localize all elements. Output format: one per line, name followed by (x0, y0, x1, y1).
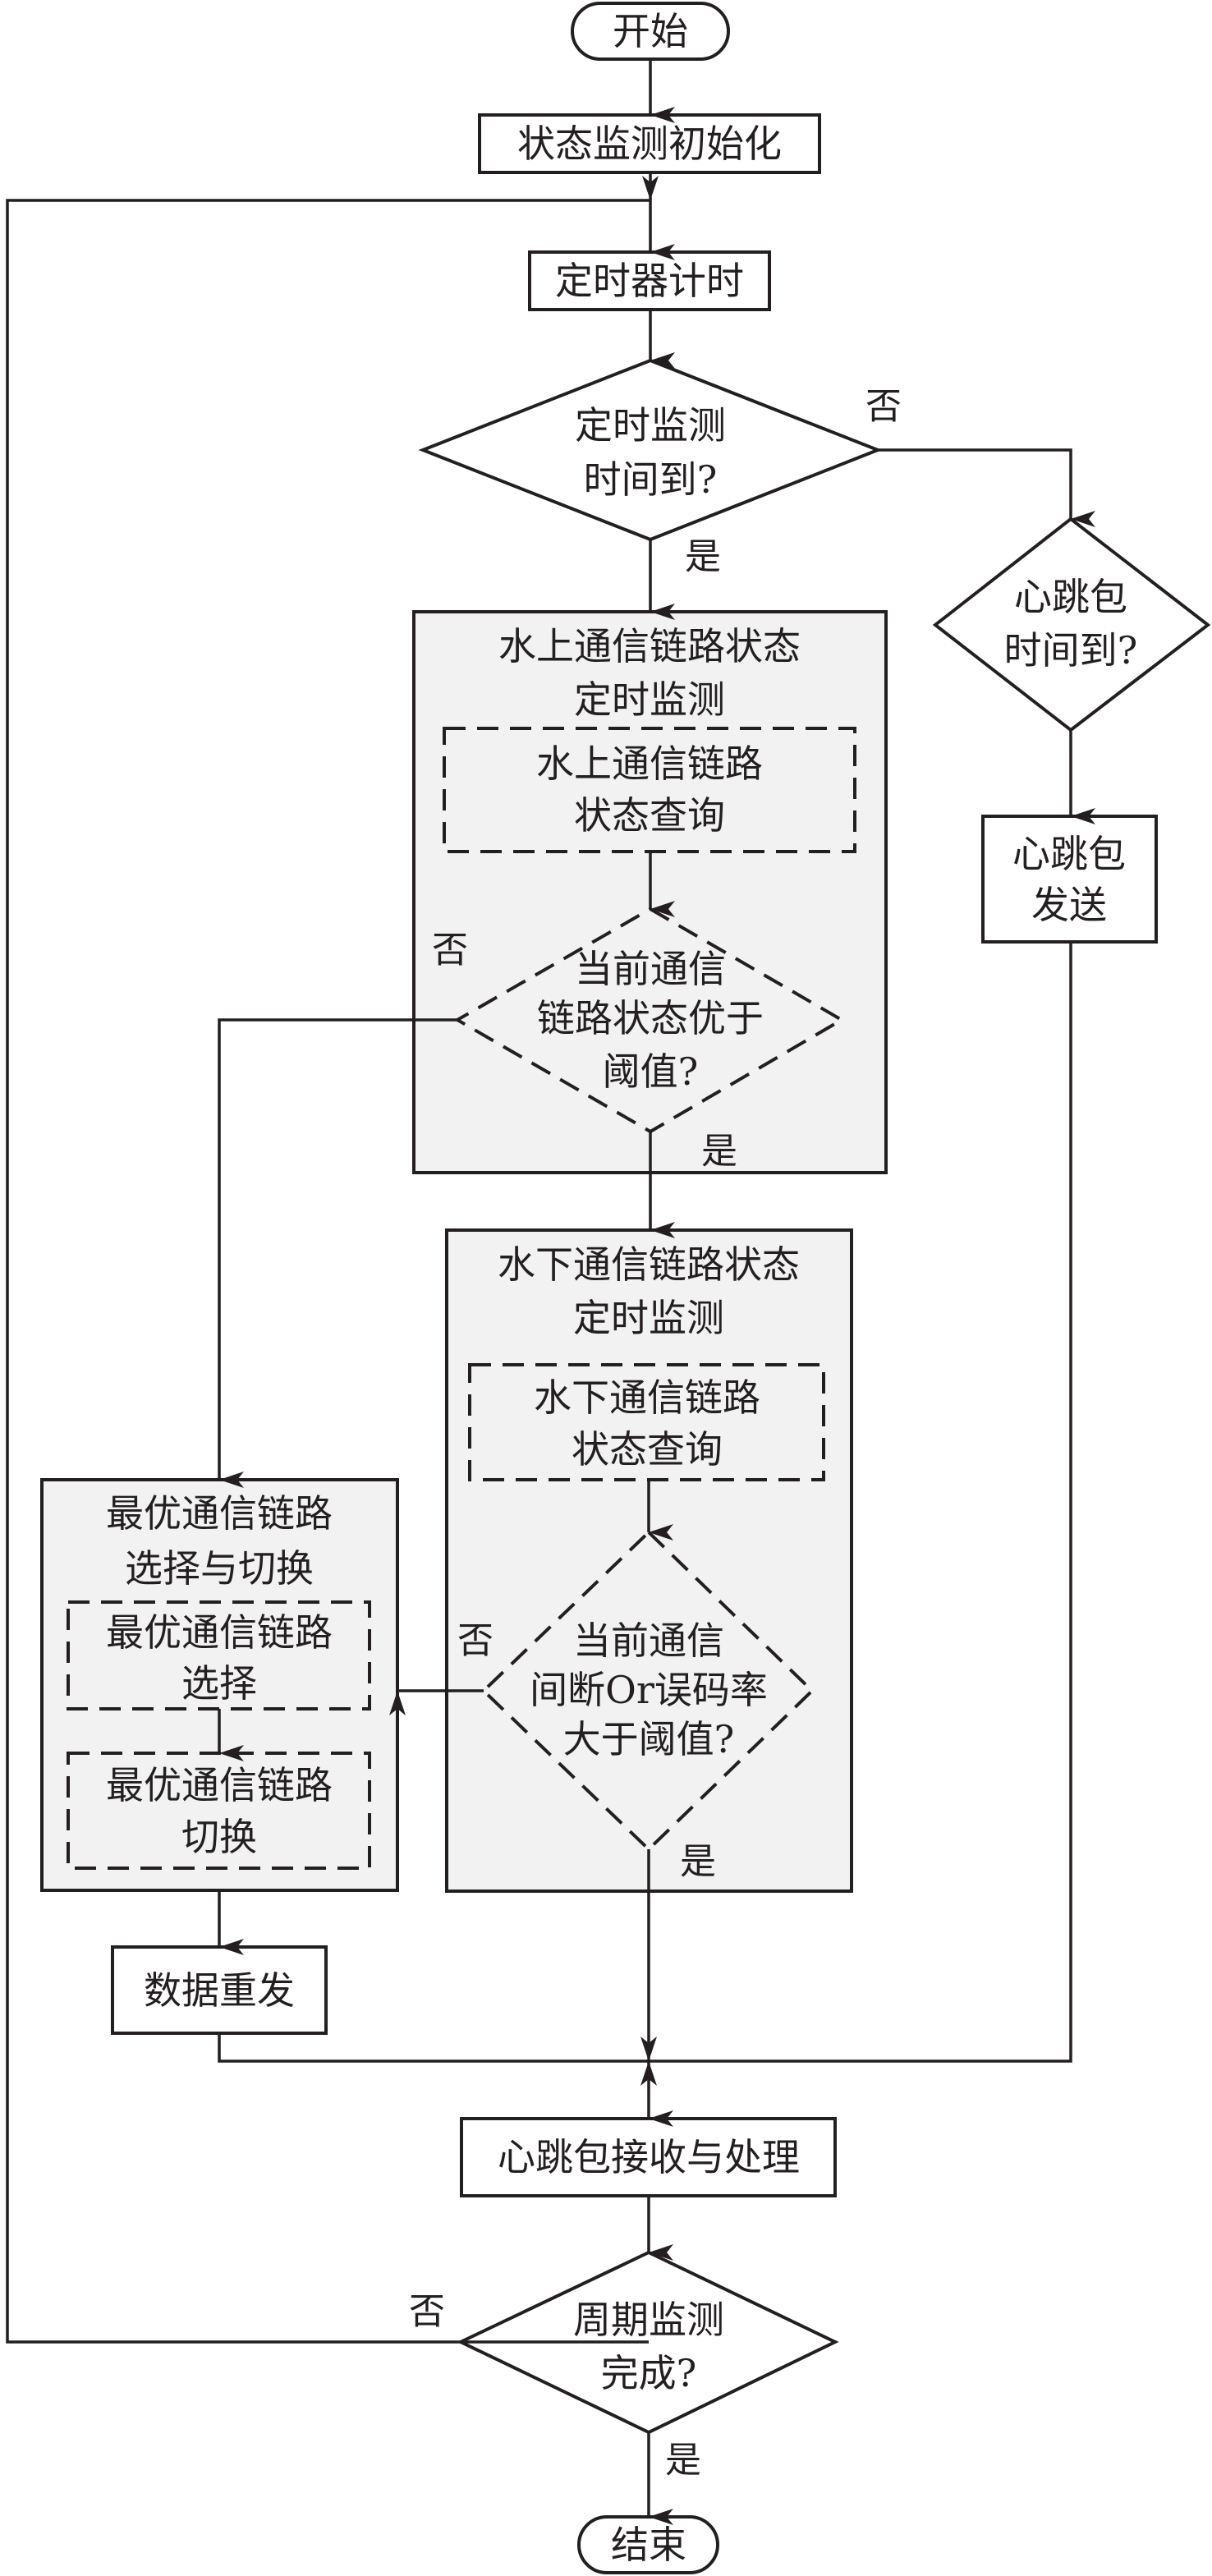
underwater-group (445, 1228, 853, 1893)
end-label: 结束 (611, 2523, 686, 2567)
arrow-resend-merge (218, 2033, 657, 2063)
optimal-select-line1: 最优通信链路 (106, 1610, 333, 1655)
loop-back-arrow (6, 176, 659, 2344)
yes-label-underwater: 是 (680, 1841, 716, 1883)
init-box (478, 113, 821, 174)
above-water-query-line2: 状态查询 (574, 793, 725, 838)
cycle-decision-line1: 周期监测 (573, 2298, 724, 2342)
no-label-above-water: 否 (432, 930, 468, 971)
arrow-heartbeat-send-merge (640, 942, 1072, 2086)
heartbeat-receive-label: 心跳包接收与处理 (498, 2135, 800, 2179)
underwater-decision-line2: 间断Or误码率 (530, 1668, 768, 1712)
optimal-group (40, 1478, 399, 1892)
data-resend-label: 数据重发 (144, 1968, 295, 2013)
heartbeat-decision-line1: 心跳包 (1014, 575, 1127, 619)
optimal-title-line2: 选择与切换 (125, 1546, 314, 1591)
underwater-title-line1: 水下通信链路状态 (498, 1242, 800, 1287)
underwater-query-box (468, 1363, 825, 1481)
no-label-cycle: 否 (409, 2291, 445, 2333)
yes-label-timed: 是 (685, 536, 721, 578)
connectors (6, 59, 1095, 2525)
arrow-above-no-to-optimal (218, 1018, 457, 1488)
timer-label: 定时器计时 (555, 259, 744, 303)
yes-label-cycle: 是 (665, 2440, 701, 2482)
arrow-no-to-heartbeat-decision (878, 448, 1095, 527)
optimal-title-line1: 最优通信链路 (106, 1491, 333, 1536)
underwater-decision-line3: 大于阈值? (563, 1717, 735, 1761)
heartbeat-receive-box (460, 2117, 837, 2197)
heartbeat-decision-line2: 时间到? (1004, 628, 1138, 673)
yes-label-above-water: 是 (701, 1131, 737, 1173)
heartbeat-send-box (981, 815, 1158, 944)
init-label: 状态监测初始化 (517, 122, 782, 166)
timed-monitor-decision (418, 358, 883, 542)
underwater-decision (481, 1530, 815, 1852)
no-label-timed: 否 (865, 386, 902, 428)
above-water-title-line2: 定时监测 (574, 677, 725, 722)
optimal-select-line2: 选择 (181, 1661, 257, 1706)
start-label: 开始 (613, 9, 688, 53)
heartbeat-time-decision (932, 517, 1211, 732)
underwater-query-line2: 状态查询 (572, 1427, 723, 1472)
underwater-title-line2: 定时监测 (573, 1296, 724, 1340)
heartbeat-send-line1: 心跳包 (1012, 832, 1126, 876)
optimal-switch-line2: 切换 (181, 1815, 257, 1859)
optimal-switch-line1: 最优通信链路 (106, 1763, 333, 1807)
timed-decision-line1: 定时监测 (575, 403, 726, 448)
above-water-decision-line3: 阈值? (603, 1049, 699, 1094)
above-water-title-line1: 水上通信链路状态 (498, 624, 801, 668)
underwater-decision-line1: 当前通信 (573, 1619, 724, 1663)
above-water-query-line1: 水上通信链路 (536, 742, 763, 786)
above-water-decision-line1: 当前通信 (575, 947, 726, 991)
heartbeat-send-line2: 发送 (1031, 883, 1107, 927)
no-label-underwater: 否 (457, 1620, 494, 1662)
above-water-decision-line2: 链路状态优于 (537, 996, 764, 1040)
underwater-query-line1: 水下通信链路 (534, 1375, 760, 1420)
timed-decision-line2: 时间到? (584, 457, 718, 502)
cycle-decision-line2: 完成? (601, 2351, 697, 2395)
